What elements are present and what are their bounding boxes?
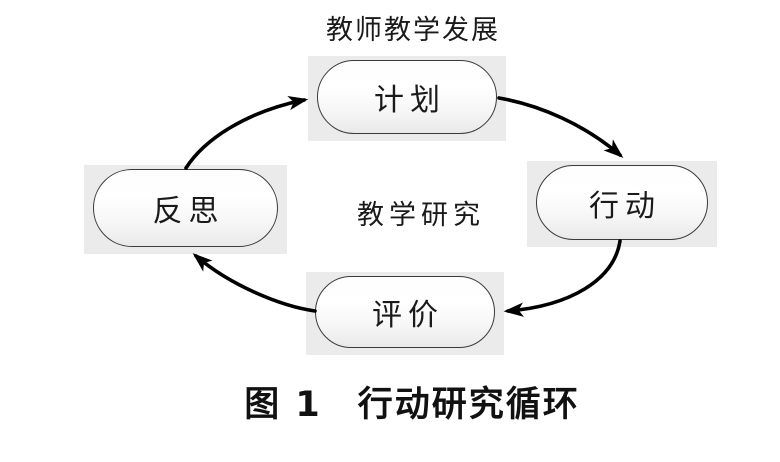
arrow-plan-to-action (497, 96, 624, 158)
node-action-label: 行动 (589, 189, 661, 223)
node-reflect-label: 反思 (152, 195, 225, 228)
figure-caption: 图 1 行动研究循环 (244, 376, 580, 427)
node-reflect-shape: 反思 (93, 169, 278, 247)
node-reflect: 反思 (84, 165, 287, 254)
node-evaluate: 评价 (306, 272, 504, 355)
node-plan-shape: 计划 (317, 60, 497, 134)
diagram-top-label: 教师教学发展 (326, 15, 500, 45)
diagram-center-label: 教学研究 (357, 200, 485, 230)
node-evaluate-shape: 评价 (315, 276, 495, 348)
arrow-reflect-to-plan (184, 96, 309, 170)
node-plan: 计划 (308, 56, 506, 141)
node-plan-label: 计划 (374, 84, 446, 117)
node-action: 行动 (527, 161, 717, 247)
arrow-evaluate-to-reflect (192, 253, 317, 313)
figure-caption-number: 图 1 (244, 385, 322, 425)
arrow-action-to-evaluate (503, 239, 622, 317)
node-action-shape: 行动 (536, 165, 708, 240)
node-evaluate-label: 评价 (372, 299, 444, 332)
figure-caption-title: 行动研究循环 (357, 385, 580, 425)
